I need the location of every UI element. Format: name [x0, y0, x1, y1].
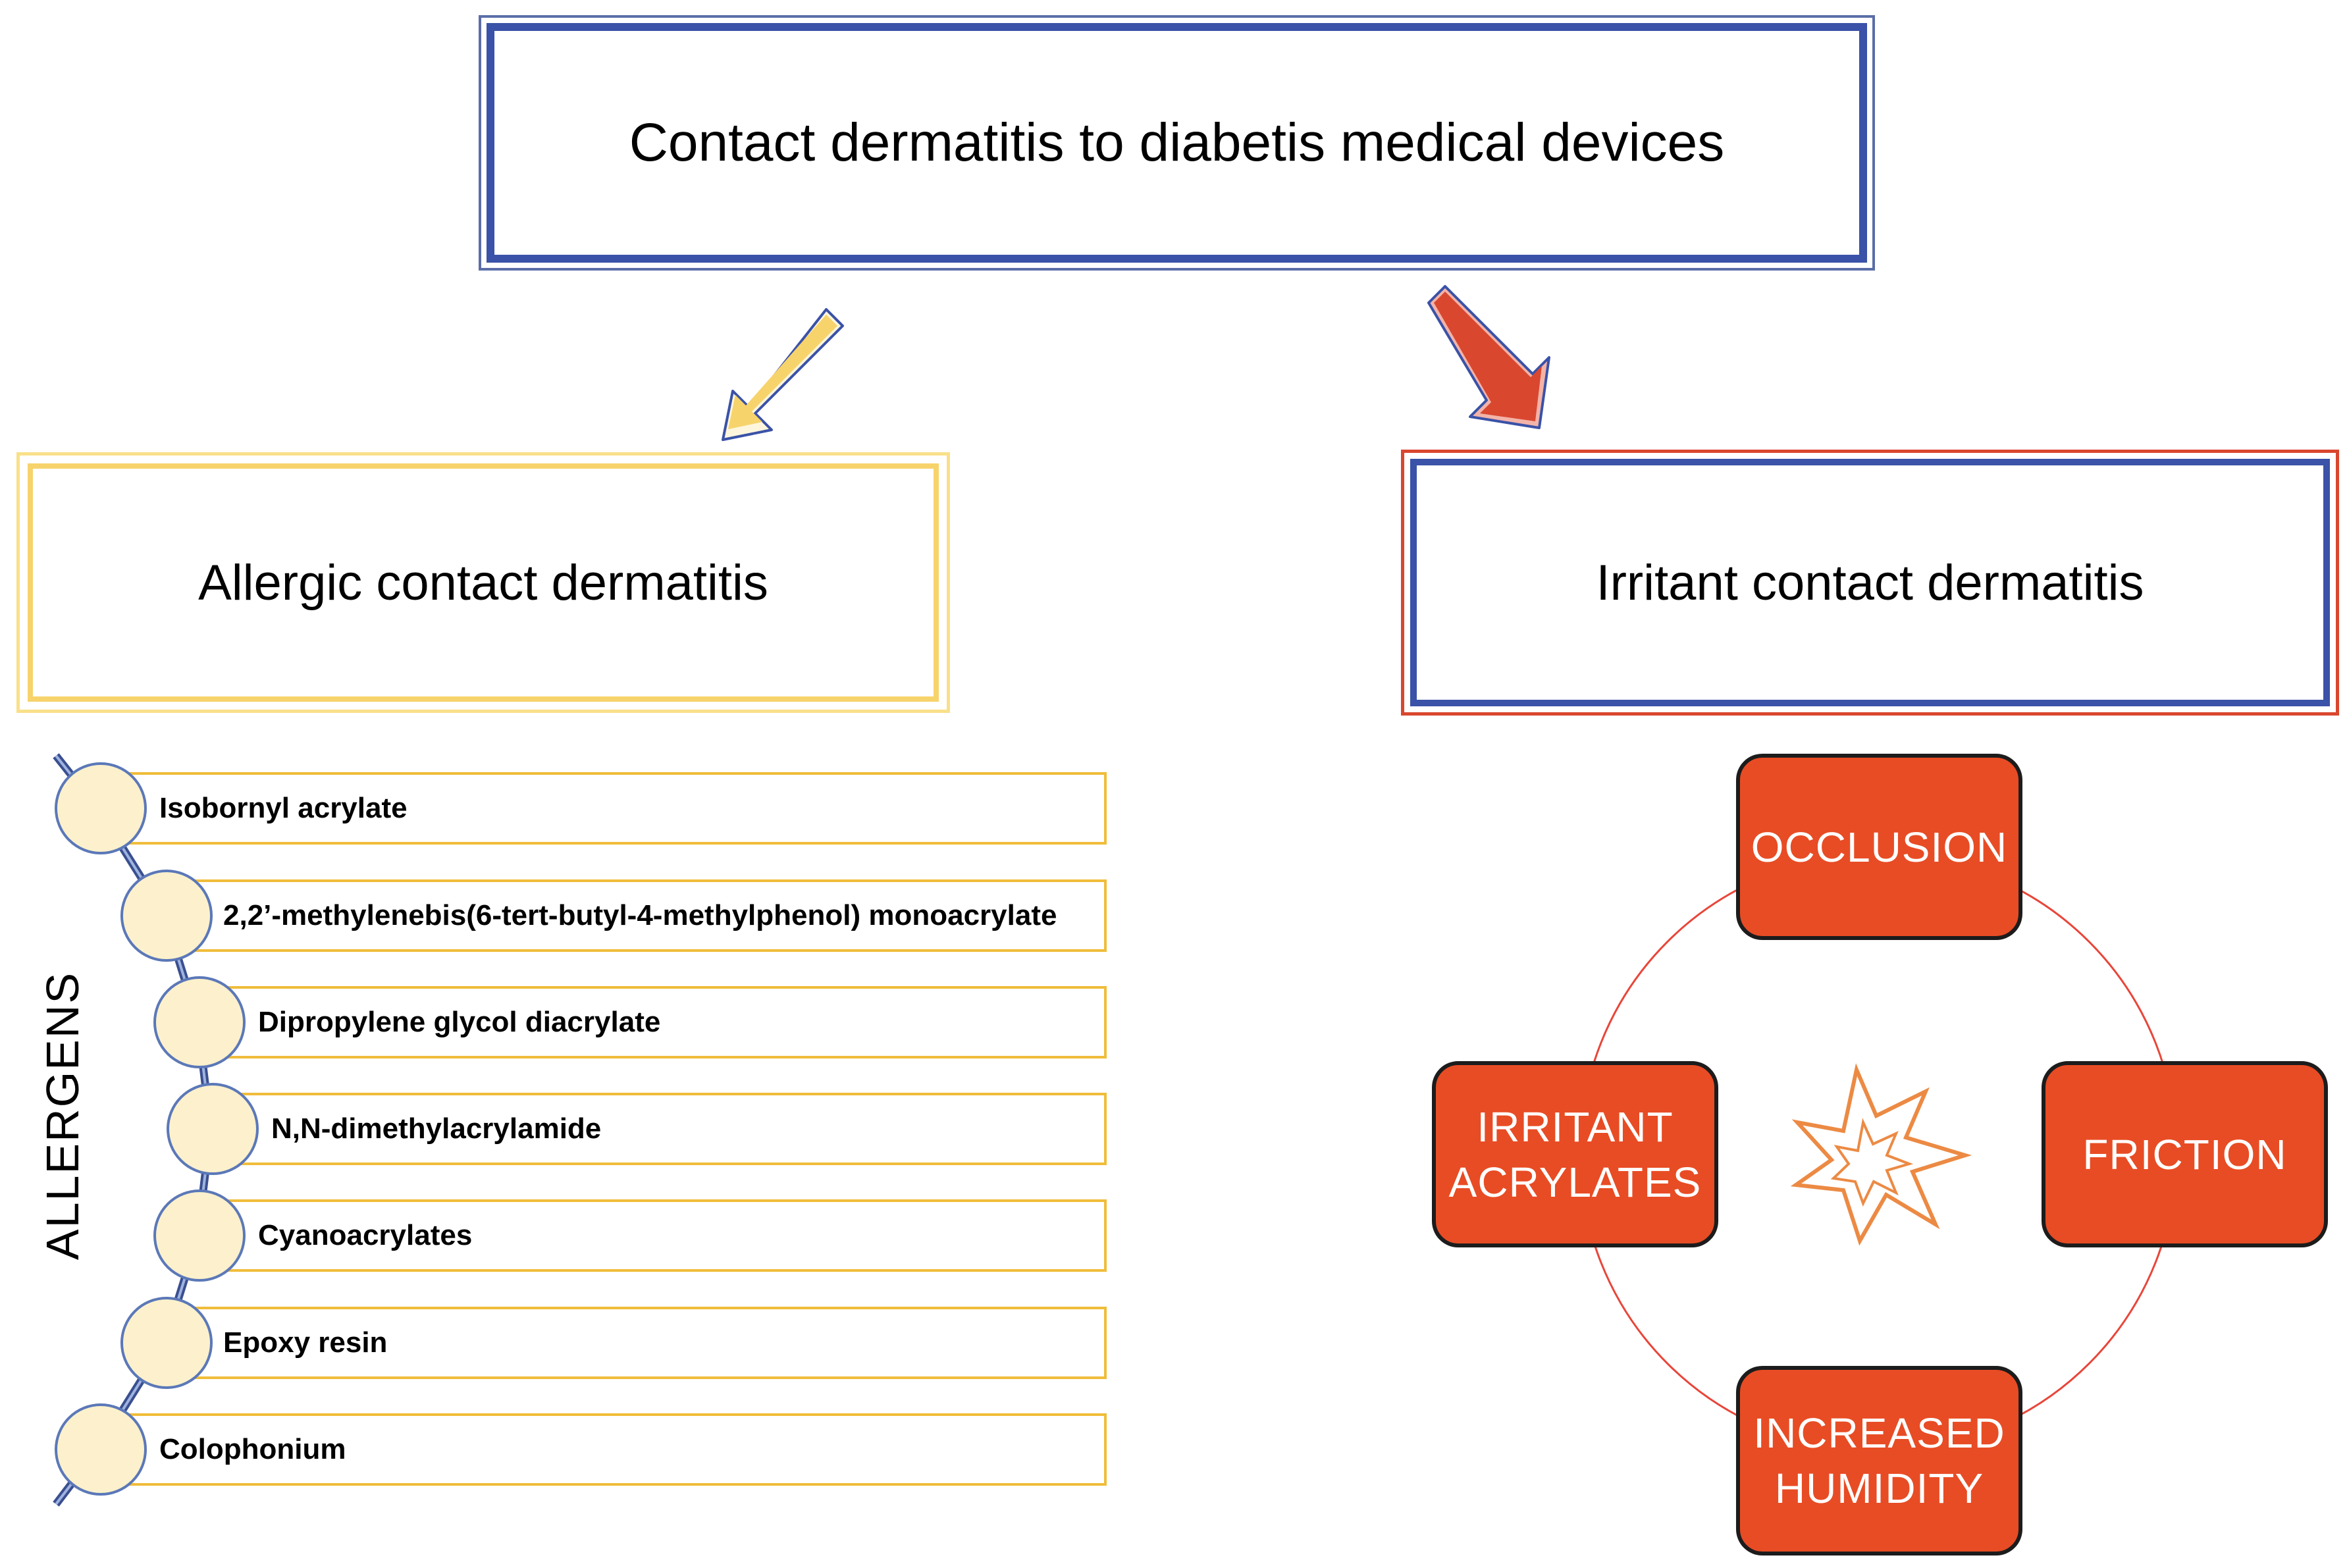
allergens-label-text: ALLERGENS	[37, 971, 88, 1261]
factor-humidity-line1: INCREASED	[1753, 1409, 2005, 1457]
allergen-item-label: Cyanoacrylates	[258, 1219, 473, 1251]
allergic-dermatitis-title: Allergic contact dermatitis	[198, 554, 768, 611]
allergen-bullet	[120, 870, 213, 962]
diagram-title-box: Contact dermatitis to diabetis medical d…	[479, 15, 1875, 271]
allergen-bullet	[120, 1297, 213, 1389]
diagram-title: Contact dermatitis to diabetis medical d…	[629, 113, 1725, 172]
burst-icon	[1790, 1063, 1972, 1246]
factor-increased-humidity: INCREASED HUMIDITY	[1736, 1366, 2022, 1555]
allergen-bullet	[55, 1403, 147, 1496]
allergen-item-label: Dipropylene glycol diacrylate	[258, 1006, 661, 1038]
factor-occlusion: OCCLUSION	[1736, 754, 2022, 940]
irritant-dermatitis-box: Irritant contact dermatitis	[1401, 450, 2339, 716]
arrow-to-irritant	[1427, 285, 1550, 429]
factor-friction: FRICTION	[2042, 1061, 2328, 1247]
factor-irritant-acrylates: IRRITANT ACRYLATES	[1432, 1061, 1718, 1247]
allergen-bullet	[153, 1189, 246, 1282]
irritant-dermatitis-title: Irritant contact dermatitis	[1596, 554, 2144, 611]
allergen-bullet	[55, 762, 147, 854]
allergen-item-label: Colophonium	[159, 1433, 346, 1465]
allergen-bullet	[153, 976, 246, 1068]
allergen-item: Epoxy resin	[168, 1307, 1107, 1379]
allergen-item: Cyanoacrylates	[201, 1199, 1107, 1272]
allergen-item: 2,2’-methylenebis(6-tert-butyl-4-methylp…	[168, 879, 1107, 952]
allergen-item-label: Epoxy resin	[223, 1326, 388, 1359]
allergen-item: Colophonium	[102, 1413, 1107, 1486]
allergen-bullet	[167, 1083, 259, 1175]
allergen-item: N,N-dimethylacrylamide	[214, 1093, 1107, 1165]
allergen-item: Dipropylene glycol diacrylate	[201, 986, 1107, 1058]
allergen-item-label: 2,2’-methylenebis(6-tert-butyl-4-methylp…	[223, 899, 1057, 931]
arrow-to-allergic	[722, 308, 844, 441]
allergen-item-label: N,N-dimethylacrylamide	[271, 1112, 602, 1145]
factor-humidity-line2: HUMIDITY	[1774, 1465, 1984, 1512]
factor-occlusion-label: OCCLUSION	[1751, 823, 2008, 871]
factor-friction-label: FRICTION	[2082, 1130, 2287, 1178]
allergen-item-label: Isobornyl acrylate	[159, 792, 408, 824]
allergen-item: Isobornyl acrylate	[102, 772, 1107, 845]
allergic-dermatitis-box: Allergic contact dermatitis	[16, 452, 950, 713]
factor-acrylates-line2: ACRYLATES	[1448, 1158, 1702, 1206]
factor-acrylates-line1: IRRITANT	[1477, 1103, 1674, 1151]
